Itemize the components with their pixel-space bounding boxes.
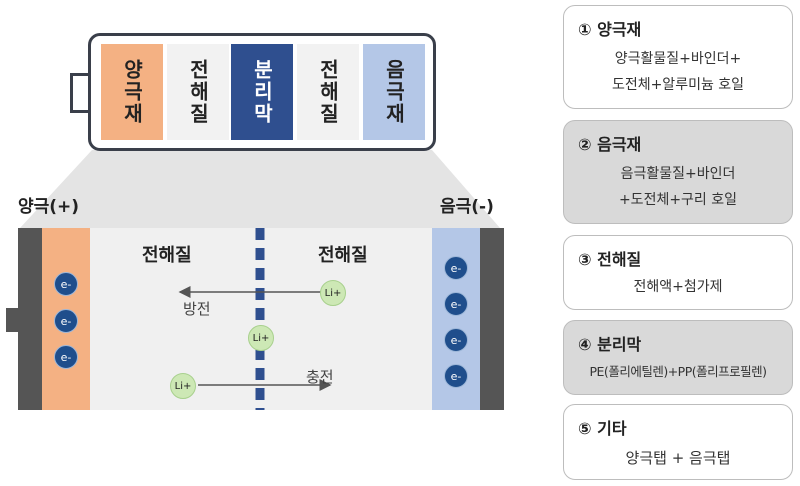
electron: e-	[444, 364, 468, 388]
panel-body: 음극활물질+바인더+도전체+구리 호일	[618, 166, 738, 208]
charge-label: 충전	[306, 368, 334, 386]
lithium-ion: Li+	[320, 280, 346, 306]
anode-current-collector	[480, 228, 504, 410]
panel-body: PE(폴리에틸렌)+PP(폴리프로필렌)	[589, 364, 768, 379]
electron: e-	[54, 309, 78, 333]
cell-tab	[6, 308, 18, 332]
battery-cell-separator: 분리막	[231, 44, 293, 140]
panel-other: ⑤ 기타 양극탭 + 음극탭	[563, 404, 793, 480]
electron: e-	[54, 272, 78, 296]
cathode-current-collector	[18, 228, 42, 410]
lithium-ion: Li+	[248, 325, 274, 351]
panel-anode: ② 음극재 음극활물질+바인더+도전체+구리 호일	[563, 120, 793, 224]
panel-cathode: ① 양극재 양극활물질+바인더+도전체+알루미늄 호일	[563, 5, 793, 109]
panel-separator: ④ 분리막 PE(폴리에틸렌)+PP(폴리프로필렌)	[563, 320, 793, 395]
panel-body: 양극활물질+바인더+도전체+알루미늄 호일	[611, 51, 745, 93]
lithium-ion: Li+	[170, 373, 196, 399]
electron: e-	[444, 256, 468, 280]
panel-title: ① 양극재	[578, 20, 642, 39]
discharge-label: 방전	[183, 300, 211, 318]
panel-body: 양극탭 + 음극탭	[625, 449, 731, 467]
panel-title: ② 음극재	[578, 135, 642, 154]
battery-terminal	[70, 73, 90, 113]
anode-label: 음극(-)	[440, 197, 494, 217]
panel-electrolyte: ③ 전해질 전해액+첨가제	[563, 235, 793, 310]
panel-title: ④ 분리막	[578, 335, 642, 354]
separator-line	[255, 228, 265, 410]
electron: e-	[54, 345, 78, 369]
panel-title: ③ 전해질	[578, 250, 642, 269]
battery-cell-anode: 음극재	[363, 44, 425, 140]
electrolyte-label-left: 전해질	[142, 245, 192, 266]
panel-title: ⑤ 기타	[578, 419, 627, 438]
battery-cell-electrolyte-right: 전해질	[297, 44, 359, 140]
battery-cell-cathode: 양극재	[101, 44, 163, 140]
battery-cell-electrolyte-left: 전해질	[167, 44, 229, 140]
panel-body: 전해액+첨가제	[633, 279, 723, 295]
electron: e-	[444, 292, 468, 316]
battery-diagram: 양극재 전해질 분리막 전해질 음극재	[88, 33, 436, 151]
electron: e-	[444, 328, 468, 352]
electrolyte-label-right: 전해질	[318, 245, 368, 266]
cathode-label: 양극(+)	[18, 197, 80, 217]
